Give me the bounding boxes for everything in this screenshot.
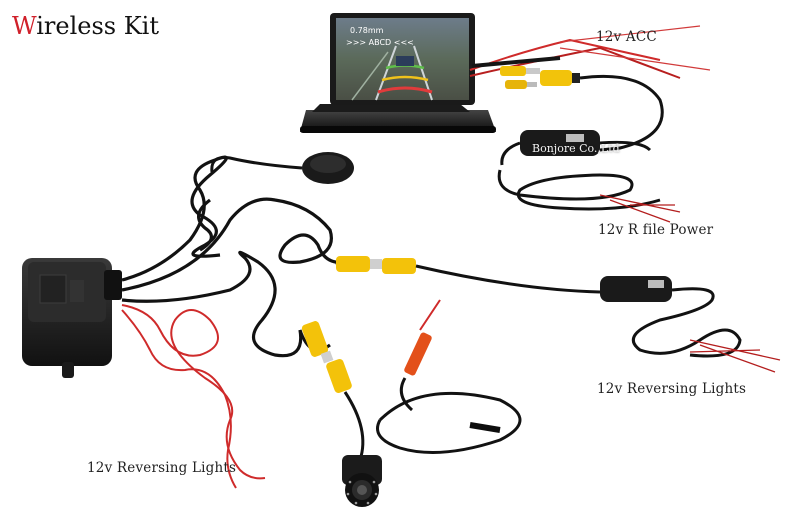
camera-harness (298, 299, 522, 461)
rca-middle (335, 256, 601, 294)
label-reversing-right: 12v Reversing Lights (597, 381, 747, 397)
buzzer (210, 152, 354, 184)
control-box (22, 258, 122, 378)
red-wires (121, 304, 266, 489)
label-acc: 12v ACC (596, 29, 657, 45)
monitor: 0.78mm >>> ABCD <<< (300, 13, 496, 133)
rca-plug (540, 70, 572, 86)
screen-distance: 0.78mm (350, 26, 384, 35)
watermark: Bonjore Co.,Ltd (532, 142, 620, 155)
wireless-receiver (497, 130, 681, 223)
label-r-file-power: 12v R file Power (598, 222, 714, 238)
page-title: Wireless Kit (12, 12, 159, 40)
wireless-transmitter (600, 276, 781, 373)
label-reversing-left: 12v Reversing Lights (87, 460, 237, 476)
title-rest: ireless Kit (36, 12, 159, 40)
camera (342, 455, 382, 507)
rca-plug (500, 66, 526, 76)
monitor-harness (469, 25, 711, 152)
screen-code: >>> ABCD <<< (346, 38, 414, 47)
title-initial: W (12, 12, 37, 40)
black-cables (121, 155, 346, 358)
